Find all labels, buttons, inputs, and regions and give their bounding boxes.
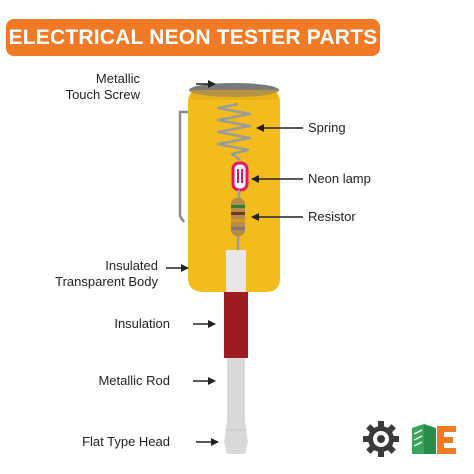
label-body-line2: Transparent Body	[55, 274, 158, 289]
brand-e-logo-icon	[412, 424, 456, 454]
label-insulated-body: Insulated Transparent Body	[18, 258, 158, 290]
label-insulation: Insulation	[114, 316, 170, 331]
rod-inner	[226, 250, 246, 292]
label-touch-screw-line2: Touch Screw	[65, 87, 140, 102]
label-metallic-rod: Metallic Rod	[98, 373, 170, 388]
label-resistor: Resistor	[308, 209, 356, 224]
metallic-rod	[227, 358, 245, 420]
neon-lamp	[231, 161, 249, 192]
clip-wire	[178, 110, 188, 223]
page-title: ELECTRICAL NEON TESTER PARTS	[8, 25, 378, 49]
label-flat-head: Flat Type Head	[82, 434, 170, 449]
spring-coil	[216, 102, 252, 162]
insulation-sleeve	[224, 292, 248, 358]
resistor	[231, 198, 245, 236]
label-touch-screw-line1: Metallic	[95, 71, 140, 86]
label-neon-lamp: Neon lamp	[308, 171, 371, 186]
title-banner: ELECTRICAL NEON TESTER PARTS	[6, 19, 380, 56]
label-spring: Spring	[308, 120, 346, 135]
flat-type-head	[224, 420, 248, 454]
gear-logo-icon	[363, 421, 399, 457]
label-touch-screw: Metallic Touch Screw	[60, 71, 140, 103]
tester-body	[188, 90, 280, 292]
label-body-line1: Insulated	[105, 258, 158, 273]
